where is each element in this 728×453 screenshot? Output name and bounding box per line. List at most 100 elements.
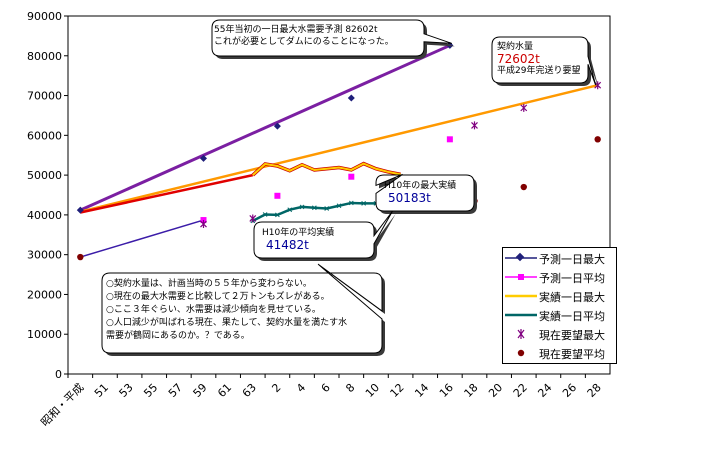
annotation-summary-line5: 需要が鶴岡にあるのか。？である。 xyxy=(106,331,250,341)
trend-lines xyxy=(79,44,598,258)
y-tick-label-7: 70000 xyxy=(27,90,62,103)
annotation-top: 55年当初の一日最大水需要予測 82602t これが必要としてダムにのることにな… xyxy=(214,24,394,48)
x-tick-label-2: 53 xyxy=(117,381,136,400)
annotation-h10-avg-title: H10年の平均実績 xyxy=(262,228,335,238)
trend-line-average-rise xyxy=(80,219,204,258)
y-tick-label-8: 80000 xyxy=(27,50,62,63)
y-axis: 0100002000030000400005000060000700008000… xyxy=(27,10,68,381)
x-tick-label-0: 昭和・平成 xyxy=(38,381,86,429)
callout-top xyxy=(211,19,453,57)
annotation-summary-line1: ○契約水量は、計画当時の５５年から変わらない。 xyxy=(106,279,312,289)
y-tick-label-2: 20000 xyxy=(27,288,62,301)
point-req-avg-3 xyxy=(594,136,601,143)
annotation-h10-max: H10年の最大実績 50183t xyxy=(384,180,456,204)
point-req-max-0 xyxy=(200,220,207,229)
annotation-contract-sub: 平成29年完送り要望 xyxy=(497,66,581,76)
point-pred-max-3 xyxy=(347,94,355,102)
legend-item-req-avg: 現在要望平均 xyxy=(503,345,616,362)
point-pred-avg-1 xyxy=(274,192,281,199)
series-line-act-max xyxy=(252,162,401,176)
annotation-top-line2: これが必要としてダムにのることになった。 xyxy=(214,37,394,47)
point-act-avg-2 xyxy=(275,212,280,218)
x-tick-label-4: 57 xyxy=(166,381,185,400)
x-tick-label-7: 63 xyxy=(240,381,259,400)
y-tick-label-9: 90000 xyxy=(27,10,62,23)
annotation-summary-line4: ○人口減少が叫ばれる現在、果たして、契約水量を満たす水 xyxy=(106,318,348,328)
annotation-summary-line3: ○ここ３年ぐらい、水需要は減少傾向を見せている。 xyxy=(106,305,321,315)
legend-label-act-max: 実績一日最大 xyxy=(539,291,605,304)
point-pred-max-2 xyxy=(273,122,281,130)
point-act-avg-1 xyxy=(262,212,268,217)
point-act-avg-3 xyxy=(287,207,293,213)
x-tick-label-14: 14 xyxy=(412,381,431,400)
annotation-contract-value: 72602t xyxy=(497,52,540,66)
point-pred-max-0 xyxy=(76,206,84,214)
legend-item-act-avg: 実績一日平均 xyxy=(503,307,616,324)
legend-swatch-pred-max xyxy=(505,252,537,262)
legend-item-pred-avg: 予測一日平均 xyxy=(503,269,616,286)
point-act-avg-9 xyxy=(361,200,366,206)
x-tick-label-5: 59 xyxy=(191,381,210,400)
annotation-h10-max-value: 50183t xyxy=(388,191,431,205)
y-tick-label-0: 0 xyxy=(55,368,62,381)
x-tick-label-3: 55 xyxy=(141,381,160,400)
x-tick-label-9: 4 xyxy=(294,381,308,395)
y-tick-label-4: 40000 xyxy=(27,209,62,222)
x-tick-label-11: 8 xyxy=(343,381,357,395)
x-tick-label-17: 20 xyxy=(486,381,505,400)
annotation-summary: ○契約水量は、計画当時の５５年から変わらない。 ○現在の最大水需要と比較して２万… xyxy=(106,278,347,343)
point-pred-avg-3 xyxy=(446,136,453,143)
y-tick-label-3: 30000 xyxy=(27,249,62,262)
x-tick-label-6: 61 xyxy=(215,381,234,400)
point-req-max-2 xyxy=(471,121,478,130)
annotation-h10-avg: H10年の平均実績 41482t xyxy=(262,227,334,251)
x-tick-label-10: 6 xyxy=(319,381,333,395)
legend-label-pred-avg: 予測一日平均 xyxy=(539,272,605,285)
point-act-avg-6 xyxy=(324,206,330,211)
legend-label-req-max: 現在要望最大 xyxy=(539,329,605,342)
x-tick-label-1: 51 xyxy=(92,381,111,400)
y-tick-label-5: 50000 xyxy=(27,169,62,182)
legend-label-act-avg: 実績一日平均 xyxy=(539,310,605,323)
x-tick-label-20: 26 xyxy=(560,381,579,400)
legend-item-req-max: 現在要望最大 xyxy=(503,326,616,343)
legend-swatch-pred-avg xyxy=(505,274,537,280)
x-tick-label-12: 10 xyxy=(363,381,382,400)
callout-contract xyxy=(491,36,597,86)
legend-swatch-act-avg xyxy=(505,313,537,317)
annotation-top-line1: 55年当初の一日最大水需要予測 82602t xyxy=(214,25,378,35)
callout-h10-avg xyxy=(253,210,394,259)
x-tick-label-15: 16 xyxy=(437,381,456,400)
callout-shapes xyxy=(101,19,599,356)
x-tick-label-21: 28 xyxy=(585,381,604,400)
trend-line-prediction xyxy=(79,44,451,212)
annotation-summary-line2: ○現在の最大水需要と比較して２万トンもズレがある。 xyxy=(106,292,330,302)
legend-label-pred-max: 予測一日最大 xyxy=(539,253,605,266)
x-tick-label-18: 22 xyxy=(511,381,530,400)
x-tick-label-19: 24 xyxy=(535,381,554,400)
annotation-contract: 契約水量 72602t 平成29年完送り要望 xyxy=(497,41,580,77)
x-tick-label-16: 18 xyxy=(462,381,481,400)
annotation-h10-max-title: H10年の最大実績 xyxy=(384,181,457,191)
legend-swatch-req-avg xyxy=(517,349,525,357)
point-act-avg-7 xyxy=(336,203,342,209)
legend-swatch-req-max xyxy=(517,329,525,339)
legend-swatch-act-max xyxy=(505,294,537,298)
point-req-max-3 xyxy=(520,103,528,112)
legend-item-pred-max: 予測一日最大 xyxy=(503,250,616,267)
annotation-h10-avg-value: 41482t xyxy=(266,238,309,252)
callout-summary xyxy=(101,263,383,354)
legend-item-act-max: 実績一日最大 xyxy=(503,288,616,305)
legend: 予測一日最大 予測一日平均 実績一日最大 実績一日平均 現在要望最大 現在要望平… xyxy=(502,247,617,364)
x-tick-label-8: 2 xyxy=(269,381,283,395)
trend-line-actual-rise xyxy=(80,173,254,214)
point-req-avg-0 xyxy=(77,253,84,261)
callout-h10-max xyxy=(375,173,475,212)
point-pred-avg-2 xyxy=(348,173,355,180)
annotation-contract-title: 契約水量 xyxy=(497,42,534,52)
point-act-avg-4 xyxy=(299,204,305,210)
legend-label-req-avg: 現在要望平均 xyxy=(539,348,605,361)
x-tick-label-13: 12 xyxy=(388,381,407,400)
